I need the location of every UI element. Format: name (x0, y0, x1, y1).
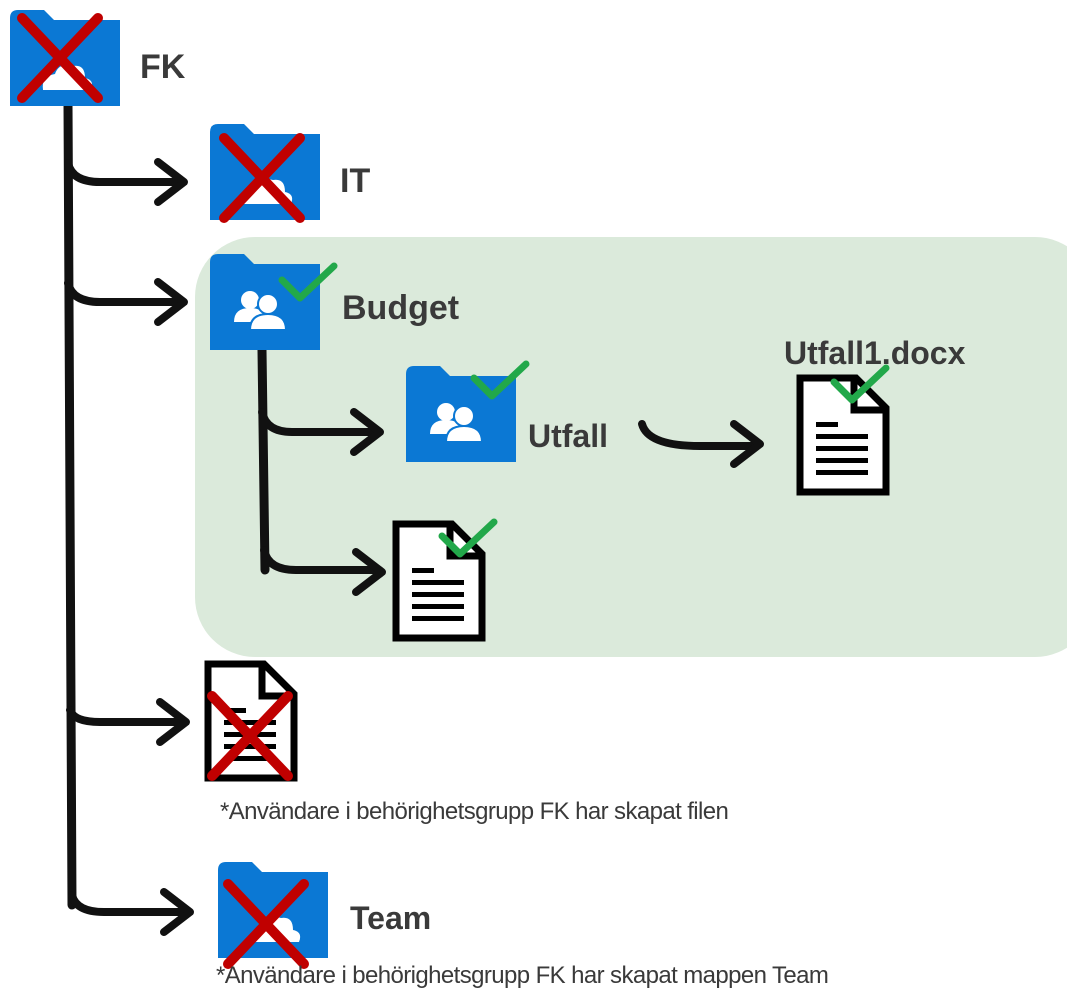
fk-trunk-line (63, 99, 77, 910)
budget-trunk-line (257, 345, 270, 575)
file-creator-note: *Användare i behörighetsgrupp FK har ska… (220, 798, 729, 825)
team-creator-note: *Användare i behörighetsgrupp FK har ska… (216, 962, 829, 989)
utfall-folder-icon (406, 366, 516, 462)
connector-fk-file (66, 702, 186, 742)
team-label: Team (350, 900, 432, 936)
fk-label: FK (140, 48, 186, 86)
connector-fk-team (68, 892, 190, 932)
connector-fk-it (64, 162, 184, 202)
utfall-docx-label: Utfall1.docx (784, 335, 966, 371)
budget-label: Budget (342, 289, 460, 327)
it-label: IT (340, 162, 371, 200)
budget-highlight-region (195, 237, 1067, 657)
connector-budget-file (260, 546, 382, 592)
budget-folder-icon (210, 254, 320, 350)
utfall-label: Utfall (528, 418, 608, 454)
connector-budget-utfall (258, 408, 380, 452)
connector-utfall-docx (638, 420, 760, 464)
connector-fk-budget (64, 282, 184, 322)
